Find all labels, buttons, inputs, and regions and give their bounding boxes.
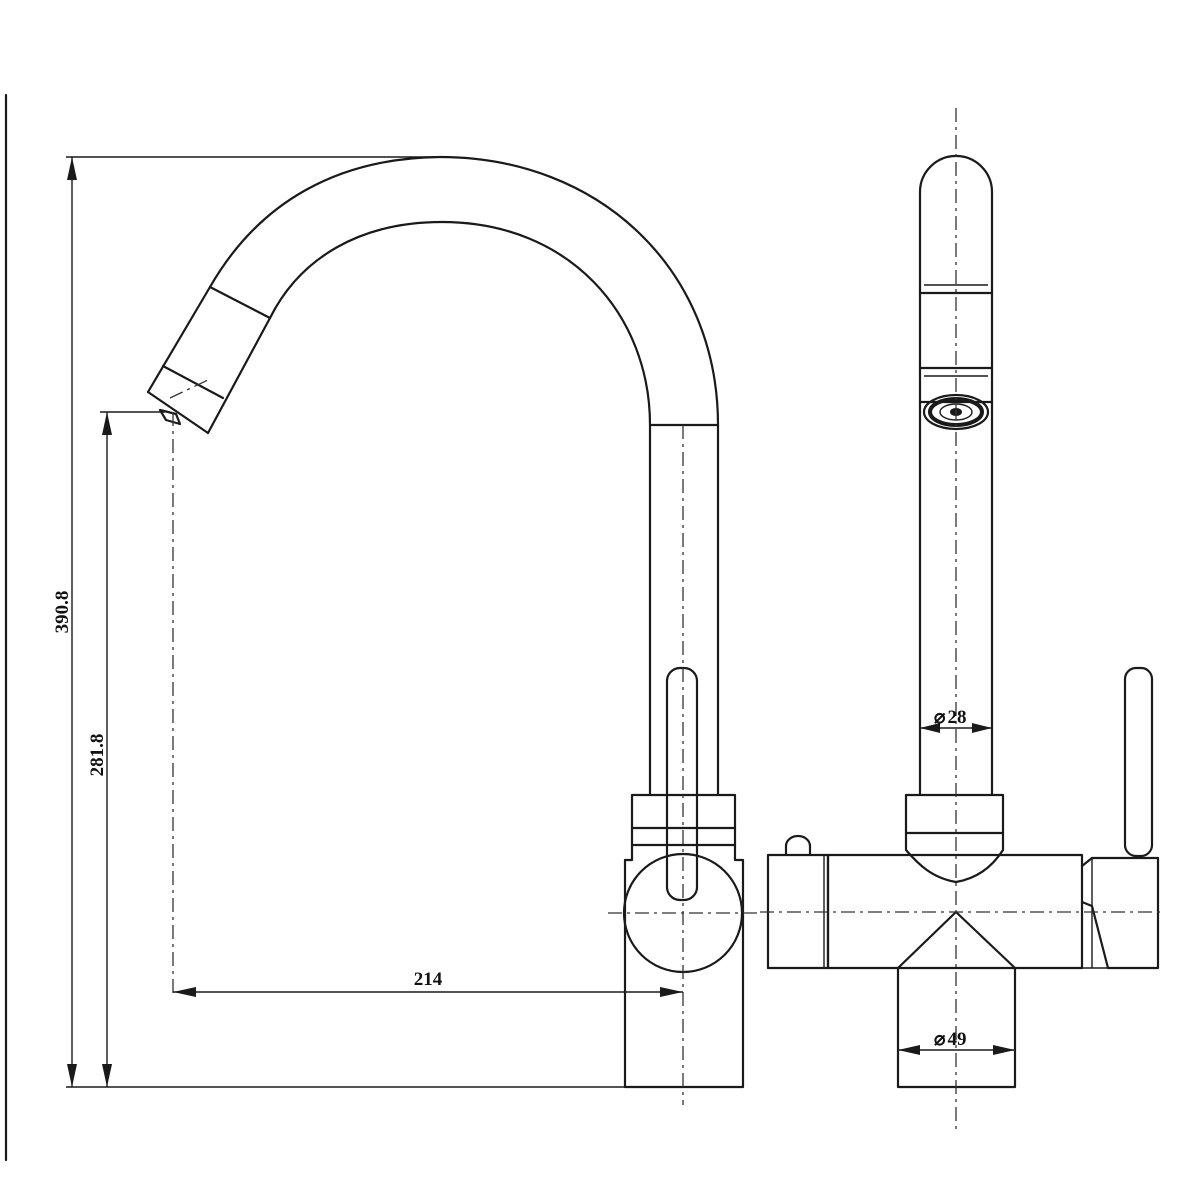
front-handle-lever (1123, 666, 1154, 858)
handle-lever (665, 666, 699, 902)
spout-outer-contour (146, 155, 720, 797)
spout-diameter-value: 28 (947, 707, 966, 728)
spout-band-line (208, 285, 272, 320)
arrow-left (173, 987, 196, 997)
lower-fitting (896, 910, 1017, 1089)
dimension-spout-diameter: ⌀28 (920, 707, 992, 733)
right-handle-housing (1080, 856, 1160, 970)
arrow-left (920, 723, 940, 733)
reach-label: 214 (414, 969, 443, 990)
dimension-spout-height: 281.8 (87, 411, 165, 1087)
aerator-band-line (161, 364, 225, 400)
arrow-up (67, 157, 77, 180)
spout-height-label: 281.8 (87, 734, 108, 777)
dimension-reach: 214 (173, 969, 683, 997)
body-diameter-value: 49 (947, 1029, 966, 1050)
front-collar (904, 793, 1005, 835)
aerator-outer-ring (922, 393, 990, 431)
diameter-symbol: ⌀ (934, 707, 946, 728)
top-button (784, 834, 812, 857)
side-view (146, 155, 760, 1105)
body-column (623, 843, 745, 1089)
aerator-nub (158, 408, 182, 426)
arrow-right (660, 987, 683, 997)
arrow-right (972, 723, 992, 733)
front-neck (904, 831, 1005, 884)
spout-diameter-label: ⌀28 (934, 707, 966, 728)
arrow-down (102, 1064, 112, 1087)
front-view (760, 108, 1165, 1130)
spout-inner-contour (206, 220, 652, 797)
dimension-body-diameter: ⌀49 (898, 1029, 1015, 1055)
arrow-right (993, 1045, 1015, 1055)
outlet-axis-line (169, 379, 209, 399)
diameter-symbol: ⌀ (934, 1029, 946, 1050)
spout-tip-edge (146, 390, 210, 435)
body-diameter-label: ⌀49 (934, 1029, 966, 1050)
arrow-left (898, 1045, 920, 1055)
arrow-down (67, 1064, 77, 1087)
dimension-total-height: 390.8 (52, 156, 625, 1088)
arrow-up (102, 412, 112, 435)
total-height-label: 390.8 (52, 591, 73, 634)
aerator-inner-ring (939, 403, 973, 421)
